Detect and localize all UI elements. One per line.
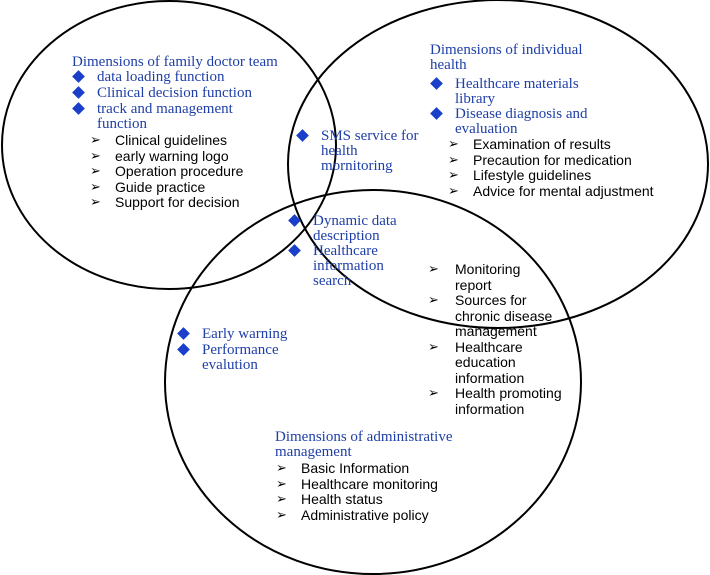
- diamond-bullet-icon: [430, 77, 443, 90]
- list-item: ➢Advice for mental adjustment: [448, 182, 654, 199]
- list-item: ➢early warning logo: [90, 147, 229, 164]
- list-item: ➢Examination of results: [448, 136, 611, 152]
- overlap-top-pair: SMS service for health mornitoring: [296, 129, 421, 174]
- bullet-healthcare-materials: Healthcare materials library: [430, 77, 625, 107]
- list-item: ➢Sources for chronic disease management: [428, 292, 553, 339]
- bullet-disease-diagnosis: Disease diagnosis and evaluation: [430, 107, 625, 137]
- circle-individual-health: [287, 0, 709, 329]
- list-item: ➢Support for decision: [90, 194, 240, 210]
- arrow-bullet-icon: ➢: [90, 179, 101, 195]
- list-item: ➢Guide practice: [90, 178, 206, 195]
- arrow-bullet-icon: ➢: [428, 386, 439, 401]
- arrow-bullet-icon: ➢: [448, 152, 459, 168]
- arrow-bullet-icon: ➢: [428, 339, 439, 355]
- list-item: ➢Administrative policy: [276, 506, 429, 523]
- diamond-bullet-icon: [72, 70, 85, 83]
- overlap-center: Dynamic data description Healthcare info…: [288, 214, 413, 289]
- bullet-early-warning: Early warning: [177, 327, 287, 343]
- list-item: ➢Monitoring report: [428, 261, 521, 293]
- arrow-bullet-icon: ➢: [276, 507, 287, 523]
- bullet-performance-evalution: Performance evalution: [177, 343, 287, 373]
- arrow-bullet-icon: ➢: [428, 293, 439, 308]
- arrow-bullet-icon: ➢: [90, 133, 101, 148]
- family-doctor-title: Dimensions of family doctor team: [72, 54, 278, 70]
- family-doctor-bullets: data loading function Clinical decision …: [72, 70, 277, 132]
- list-item: ➢Clinical guidelines: [90, 132, 228, 148]
- individual-health-items: ➢Examination of results ➢Precaution for …: [448, 136, 654, 199]
- bullet-track-management: track and management function: [72, 102, 277, 132]
- bullet-sms-service: SMS service for health mornitoring: [296, 129, 421, 174]
- list-item: ➢Health status: [276, 491, 383, 507]
- administrative-items: ➢Basic Information ➢Healthcare monitorin…: [276, 460, 438, 523]
- bullet-clinical-decision: Clinical decision function: [72, 86, 277, 102]
- arrow-bullet-icon: ➢: [90, 164, 101, 179]
- arrow-bullet-icon: ➢: [276, 476, 287, 492]
- arrow-bullet-icon: ➢: [448, 183, 459, 199]
- diamond-bullet-icon: [288, 244, 301, 257]
- overlap-left-bottom: Early warning Performance evalution: [177, 327, 287, 373]
- overlap-right-bottom: ➢Monitoring report ➢Sources for chronic …: [428, 261, 580, 417]
- diamond-bullet-icon: [72, 86, 85, 99]
- arrow-bullet-icon: ➢: [276, 492, 287, 507]
- list-item: ➢Healthcare monitoring: [276, 475, 438, 492]
- bullet-data-loading: data loading function: [72, 70, 277, 86]
- circle-administrative-management: [164, 189, 582, 575]
- list-item: ➢Precaution for medication: [448, 151, 632, 168]
- diamond-bullet-icon: [72, 102, 85, 115]
- diamond-bullet-icon: [430, 107, 443, 120]
- diamond-bullet-icon: [296, 129, 309, 142]
- list-item: ➢Healthcare education information: [428, 338, 525, 386]
- diamond-bullet-icon: [177, 327, 190, 340]
- arrow-bullet-icon: ➢: [90, 148, 101, 164]
- arrow-bullet-icon: ➢: [448, 168, 459, 183]
- list-item: ➢Operation procedure: [90, 163, 244, 179]
- individual-health-bullets: Healthcare materials library Disease dia…: [430, 77, 625, 137]
- list-item: ➢Lifestyle guidelines: [448, 167, 592, 183]
- arrow-bullet-icon: ➢: [90, 195, 101, 210]
- diamond-bullet-icon: [177, 343, 190, 356]
- arrow-bullet-icon: ➢: [448, 137, 459, 152]
- diamond-bullet-icon: [288, 214, 301, 227]
- individual-health-title: Dimensions of individual health: [430, 42, 583, 73]
- bullet-healthcare-search: Healthcare information search: [288, 244, 413, 289]
- circle-family-doctor-team: [1, 0, 337, 290]
- arrow-bullet-icon: ➢: [276, 461, 287, 476]
- list-item: ➢Health promoting information: [428, 385, 562, 417]
- family-doctor-items: ➢Clinical guidelines ➢early warning logo…: [90, 132, 244, 211]
- administrative-title: Dimensions of administrative management: [275, 429, 453, 460]
- bullet-dynamic-data: Dynamic data description: [288, 214, 413, 244]
- list-item: ➢Basic Information: [276, 460, 410, 476]
- arrow-bullet-icon: ➢: [428, 262, 439, 277]
